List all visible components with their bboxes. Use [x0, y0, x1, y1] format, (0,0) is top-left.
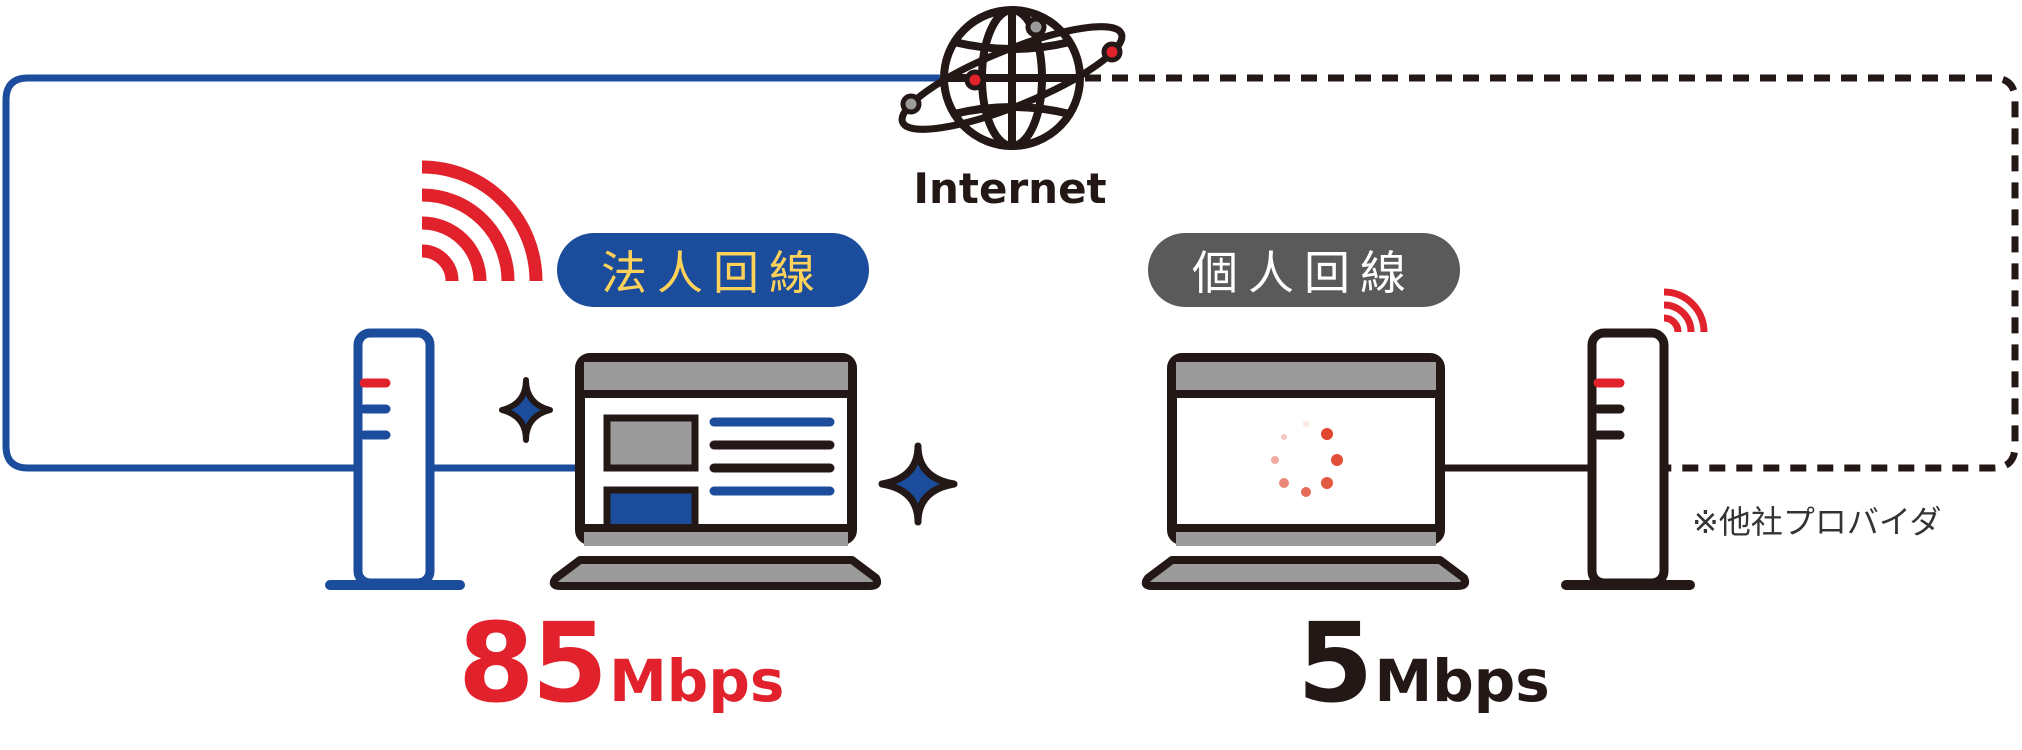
globe-icon — [898, 6, 1126, 150]
personal-router — [1561, 328, 1695, 590]
personal-speed: 5Mbps — [1297, 608, 1550, 718]
personal-line-label: 個人回線 — [1192, 246, 1416, 300]
wifi-signal-weak-icon — [1663, 288, 1708, 333]
personal-line-dashed — [1085, 74, 2019, 472]
provider-note: ※他社プロバイダ — [1692, 503, 1942, 541]
sparkle-small-icon — [499, 377, 553, 443]
corporate-line-label: 法人回線 — [601, 246, 825, 300]
corporate-speed-unit: Mbps — [609, 647, 785, 715]
personal-speed-unit: Mbps — [1374, 647, 1550, 715]
personal-laptop — [1141, 353, 1470, 590]
corporate-router — [325, 328, 465, 590]
corporate-laptop — [549, 353, 882, 590]
corporate-speed: 85Mbps — [458, 608, 784, 718]
wifi-signal-strong-icon — [421, 160, 543, 282]
corporate-line-badge: 法人回線 — [557, 233, 869, 307]
corporate-speed-value: 85 — [458, 599, 608, 727]
personal-speed-value: 5 — [1297, 599, 1374, 727]
loading-spinner-icon — [1271, 421, 1343, 497]
sparkle-large-icon — [878, 442, 958, 526]
personal-line-badge: 個人回線 — [1148, 233, 1460, 307]
internet-label: Internet — [913, 164, 1107, 213]
corporate-line — [2, 74, 940, 472]
